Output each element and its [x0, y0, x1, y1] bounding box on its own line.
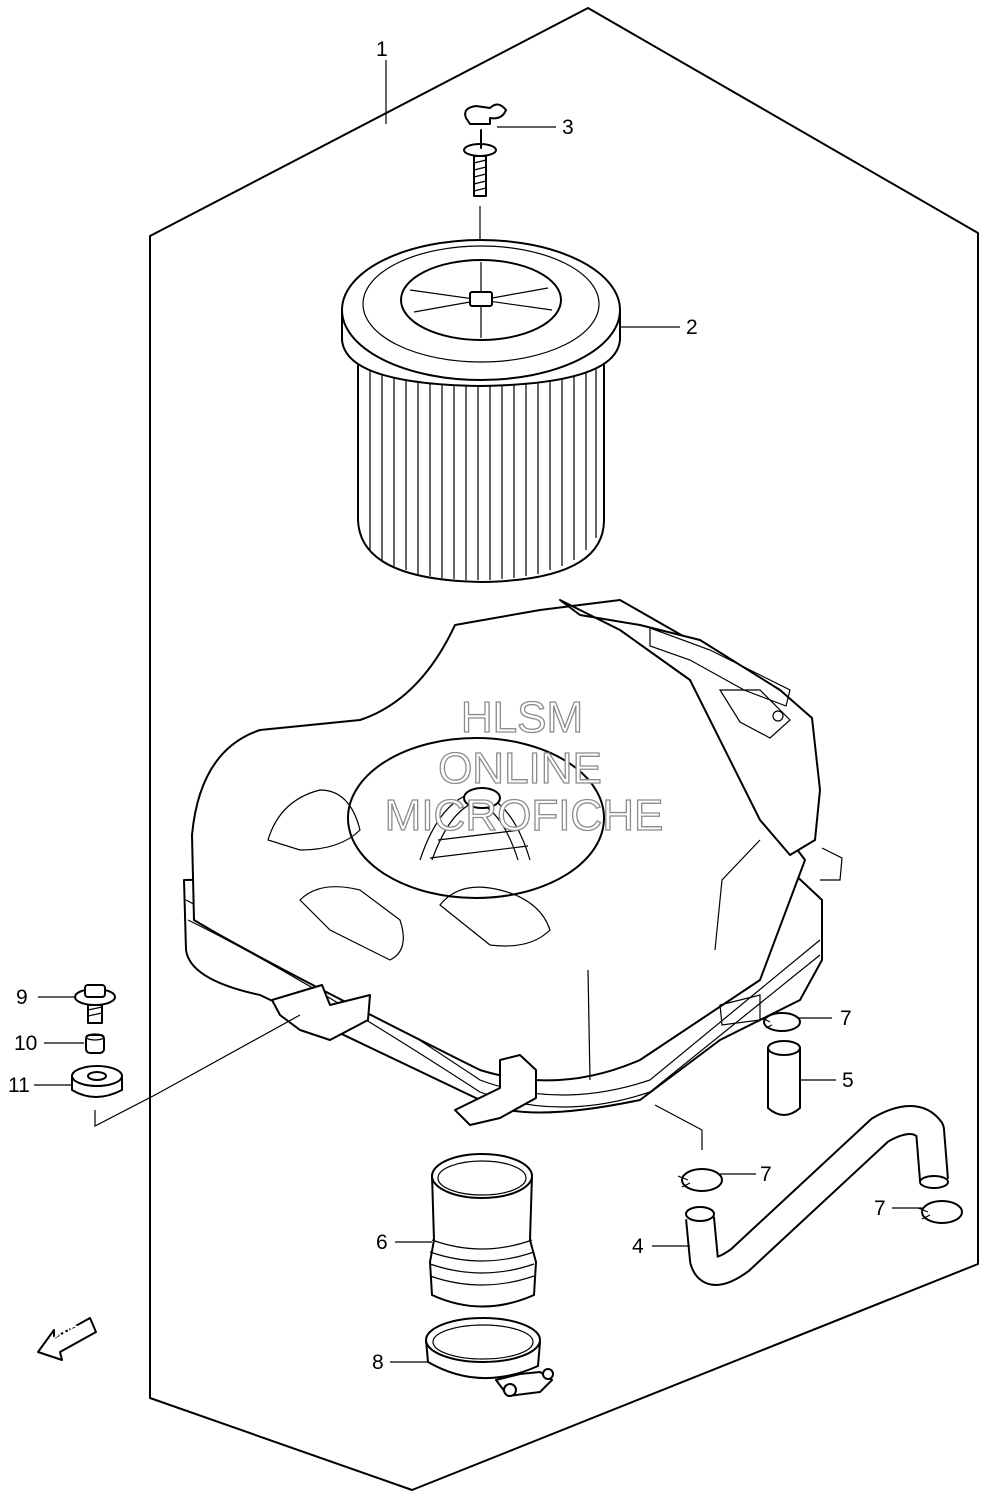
part-10-collar[interactable]: [85, 1033, 105, 1054]
callout-6: 6: [376, 1231, 388, 1254]
part-7-clamp-right[interactable]: [917, 1200, 963, 1224]
callout-9: 9: [16, 986, 28, 1009]
callout-2: 2: [686, 316, 698, 339]
callout-leaders: [34, 60, 922, 1363]
watermark: HLSM ONLINE MICROFICHE: [384, 692, 664, 840]
part-6-intake-boot[interactable]: [429, 1153, 537, 1308]
watermark-line-1: HLSM: [461, 693, 583, 742]
part-1-air-cleaner-case[interactable]: [183, 599, 843, 1126]
assembly-boundary: [149, 7, 979, 1491]
part-3-wing-bolt[interactable]: [463, 103, 507, 197]
callout-10: 10: [14, 1032, 37, 1055]
callout-5: 5: [842, 1069, 854, 1092]
callout-8: 8: [372, 1351, 384, 1374]
part-8-hose-clamp[interactable]: [425, 1317, 554, 1397]
callout-numbers: 1 2 3 4 5 6 7 7 7 8 9 10 11: [8, 38, 886, 1374]
callout-7-middle: 7: [760, 1163, 772, 1186]
fwd-direction-arrow: FWD: [37, 1317, 97, 1361]
part-11-grommet[interactable]: [71, 1065, 123, 1098]
filter-pleats: [369, 350, 597, 580]
part-7-clamp-upper[interactable]: [761, 1012, 801, 1032]
callout-4: 4: [632, 1235, 644, 1258]
part-5-drain-hose[interactable]: [767, 1040, 801, 1116]
mount-leader-line: [94, 1014, 301, 1127]
callout-7-right: 7: [874, 1197, 886, 1220]
part-7-clamp-middle[interactable]: [677, 1168, 723, 1192]
part-9-bolt[interactable]: [74, 984, 116, 1024]
part-4-breather-hose[interactable]: [685, 1105, 949, 1286]
callout-1: 1: [376, 38, 388, 61]
callout-3: 3: [562, 116, 574, 139]
watermark-line-3: MICROFICHE: [385, 791, 664, 840]
housing-drain-line: [654, 1104, 703, 1131]
watermark-line-2: ONLINE: [438, 744, 602, 793]
callout-11: 11: [8, 1074, 30, 1097]
callout-7-upper: 7: [840, 1007, 852, 1030]
part-2-air-filter-element[interactable]: [341, 239, 621, 583]
